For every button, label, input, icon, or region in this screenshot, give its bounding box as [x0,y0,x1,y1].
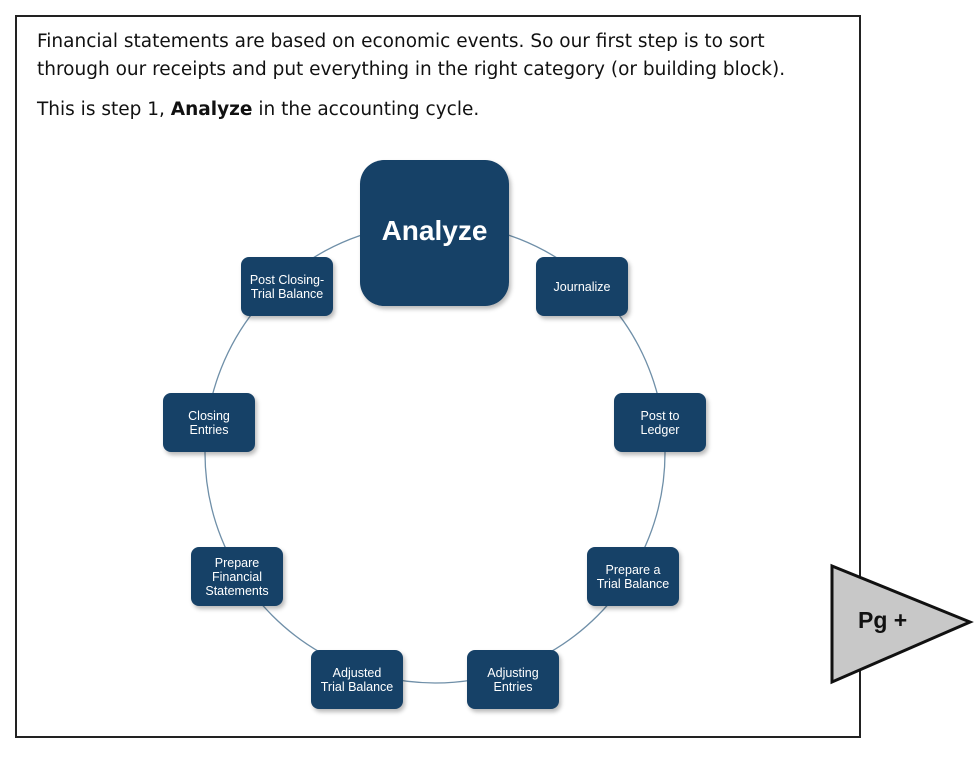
intro-line-2: through our receipts and put everything … [37,59,786,80]
step-sentence: This is step 1, Analyze in the accountin… [37,96,837,124]
cycle-center-analyze: Analyze [360,160,509,306]
cycle-step-label: Journalize [553,279,611,294]
content-frame [15,15,861,738]
arrow-right-icon[interactable] [830,563,974,685]
cycle-step-label: Post Closing-Trial Balance [249,272,325,301]
cycle-center-label: Analyze [381,215,488,246]
step-bold: Analyze [170,99,253,120]
intro-line-1: Financial statements are based on econom… [37,31,765,52]
intro-paragraph: Financial statements are based on econom… [37,28,837,84]
step-suffix: in the accounting cycle. [252,99,480,120]
next-page-label[interactable]: Pg + [858,607,908,633]
cycle-step-post-closing-trial-balance: Post Closing-Trial Balance [241,257,333,316]
next-page-button[interactable] [826,560,978,690]
step-prefix: This is step 1, [37,99,171,120]
cycle-step-journalize: Journalize [536,257,628,316]
